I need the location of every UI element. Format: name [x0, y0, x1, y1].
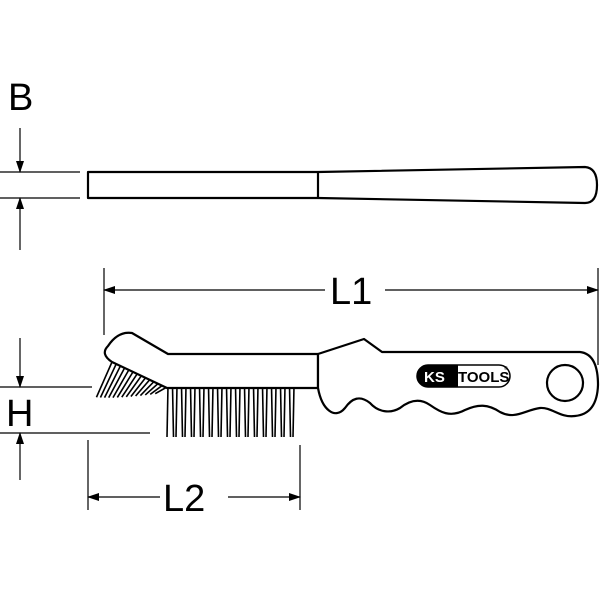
bristle — [184, 385, 187, 438]
bristle — [279, 385, 283, 438]
dimension-h: H — [0, 338, 150, 480]
logo-registered: ® — [504, 365, 508, 372]
label-h: H — [6, 393, 33, 435]
top-view — [86, 165, 599, 205]
bristle — [130, 376, 147, 397]
bristle — [103, 365, 122, 398]
bristle — [135, 378, 151, 397]
bristle — [193, 385, 196, 438]
bristle — [144, 382, 160, 396]
dimension-b: B — [0, 77, 80, 250]
bristle — [95, 361, 113, 398]
bristle — [216, 385, 220, 438]
dimension-l2: L2 — [87, 440, 301, 520]
bristle — [116, 371, 134, 398]
bristle — [261, 385, 265, 438]
logo-ks: KS — [424, 369, 445, 386]
bristle — [121, 373, 139, 398]
bristle — [108, 367, 126, 399]
bristle — [292, 385, 295, 438]
bristle — [220, 385, 223, 438]
bristle — [198, 385, 202, 438]
logo-tools: TOOLS — [458, 369, 509, 386]
bristle — [166, 385, 169, 438]
dimension-l1: L1 — [103, 268, 599, 365]
bristle — [139, 380, 155, 397]
brush-side-view: KS TOOLS ® — [95, 331, 600, 438]
bristles — [95, 361, 295, 438]
bristle — [149, 384, 164, 395]
bristle — [243, 385, 247, 438]
bristle — [270, 385, 274, 438]
bristle — [234, 385, 238, 438]
bristle — [171, 385, 175, 438]
bristle — [207, 385, 211, 438]
bristle — [180, 385, 184, 438]
bristle — [247, 385, 250, 438]
bristle — [238, 385, 241, 438]
bristle — [99, 363, 117, 398]
bristle — [265, 385, 268, 438]
label-b: B — [8, 77, 33, 119]
bristle — [189, 385, 193, 438]
bristle — [256, 385, 259, 438]
ks-tools-logo: KS TOOLS ® — [416, 364, 511, 388]
bristle — [225, 385, 229, 438]
bristle — [229, 385, 232, 438]
bristle — [125, 374, 143, 398]
bristle — [202, 385, 205, 438]
bristle — [283, 385, 286, 438]
bristle — [175, 385, 178, 438]
bristle — [274, 385, 277, 438]
label-l2: L2 — [163, 478, 205, 520]
bristle — [252, 385, 256, 438]
label-l1: L1 — [330, 271, 372, 313]
bristle — [112, 369, 130, 399]
bristle — [211, 385, 214, 438]
bristle — [288, 385, 292, 438]
